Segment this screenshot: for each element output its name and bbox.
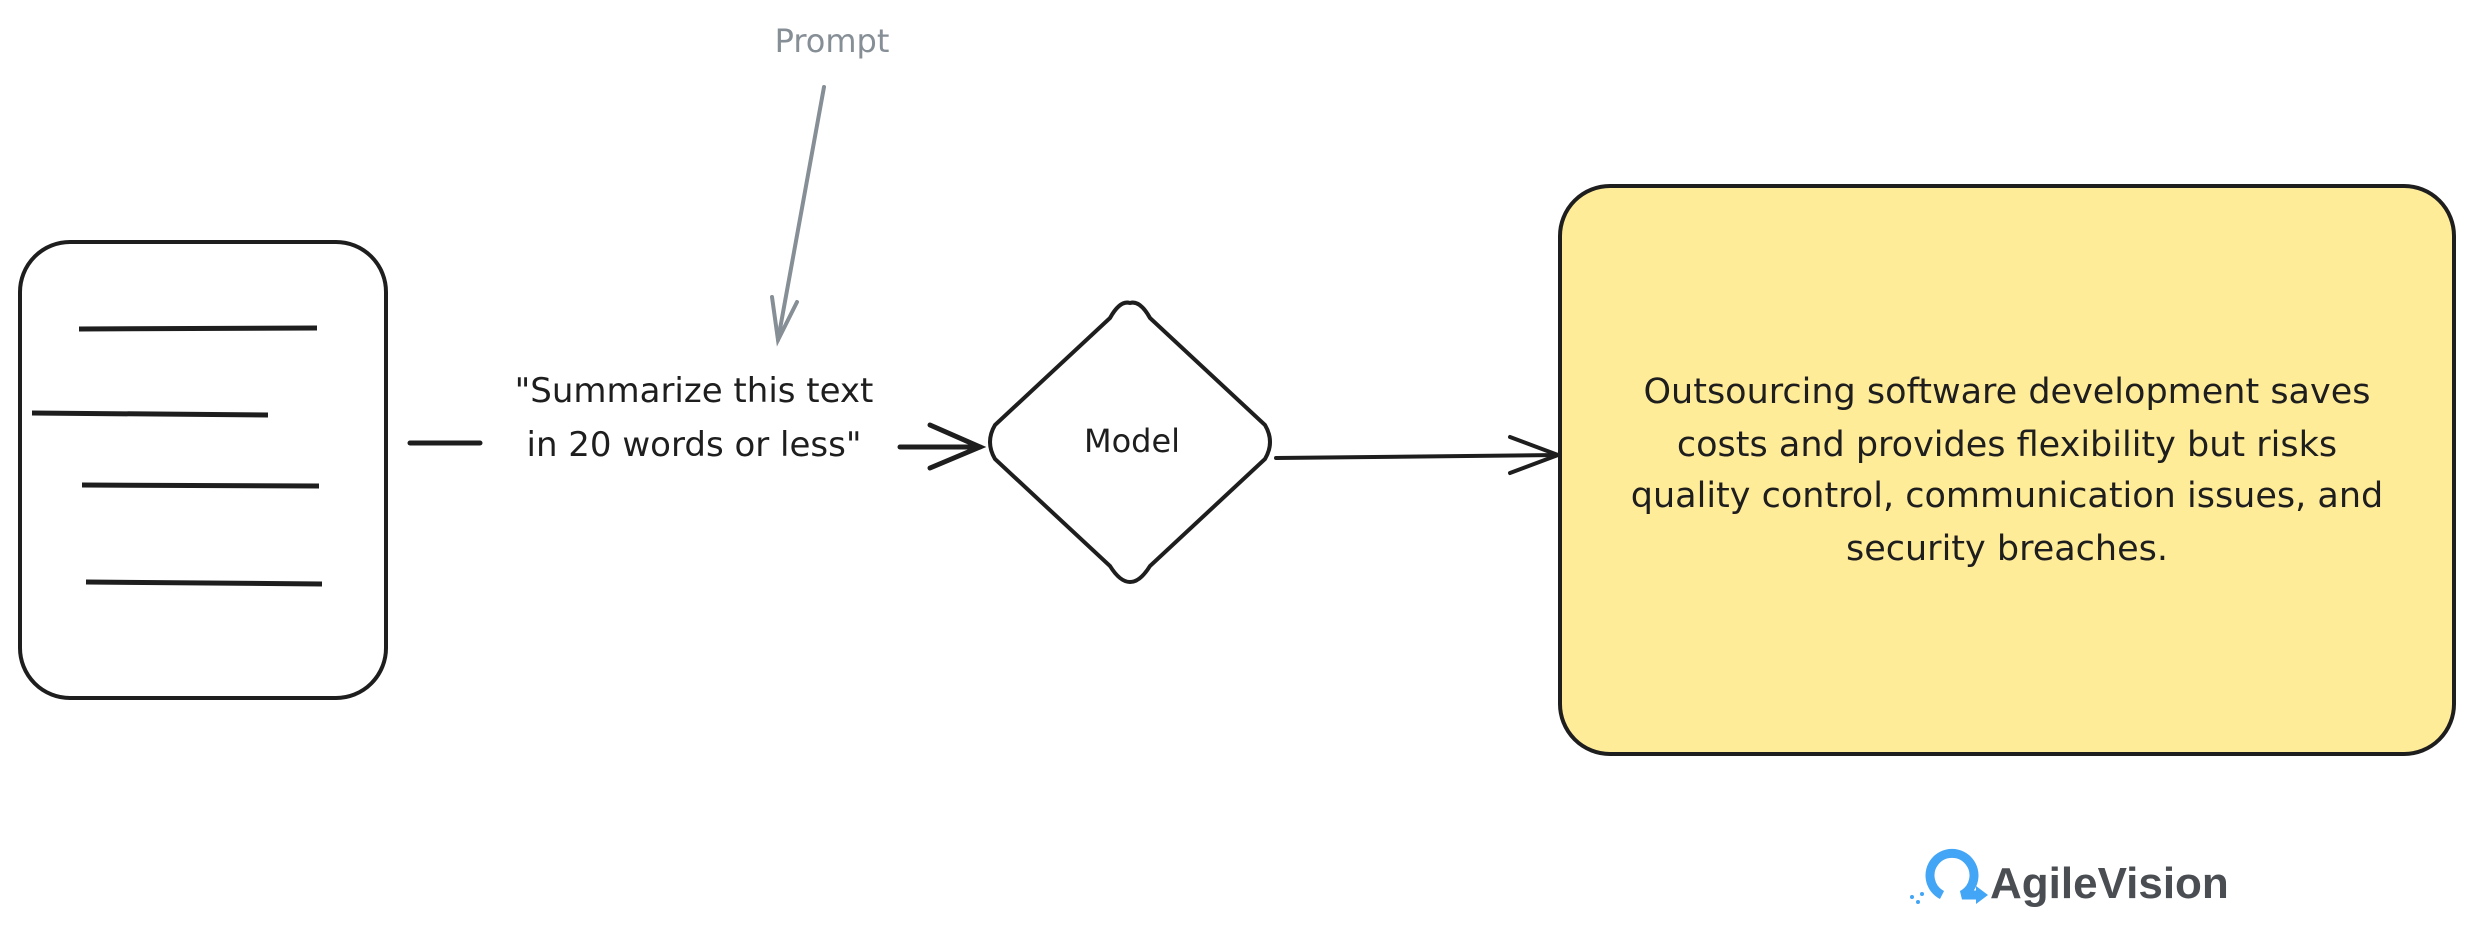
model-node (988, 300, 1272, 585)
summary-line: Outsourcing software development saves (1643, 372, 2370, 412)
model-label: Model (1084, 422, 1180, 460)
prompt-arrow (770, 85, 826, 347)
document-line (85, 579, 323, 587)
summary-line: quality control, communication issues, a… (1631, 476, 2383, 516)
instruction-line-1: "Summarize this text (515, 371, 874, 411)
summary-output-box (1558, 184, 2456, 756)
agilevision-logo: AgileVision (1910, 848, 2229, 908)
summary-line: security breaches. (1846, 529, 2168, 569)
instruction-line-2: in 20 words or less" (527, 425, 862, 465)
input-arrow (407, 422, 987, 471)
document-icon (18, 240, 388, 700)
prompt-label: Prompt (775, 22, 890, 60)
document-line (81, 482, 320, 489)
output-arrow (1274, 435, 1564, 475)
summary-line: costs and provides flexibility but risks (1677, 425, 2337, 465)
document-line (31, 410, 269, 418)
document-line (78, 325, 318, 332)
logo-text: AgileVision (1990, 859, 2229, 908)
